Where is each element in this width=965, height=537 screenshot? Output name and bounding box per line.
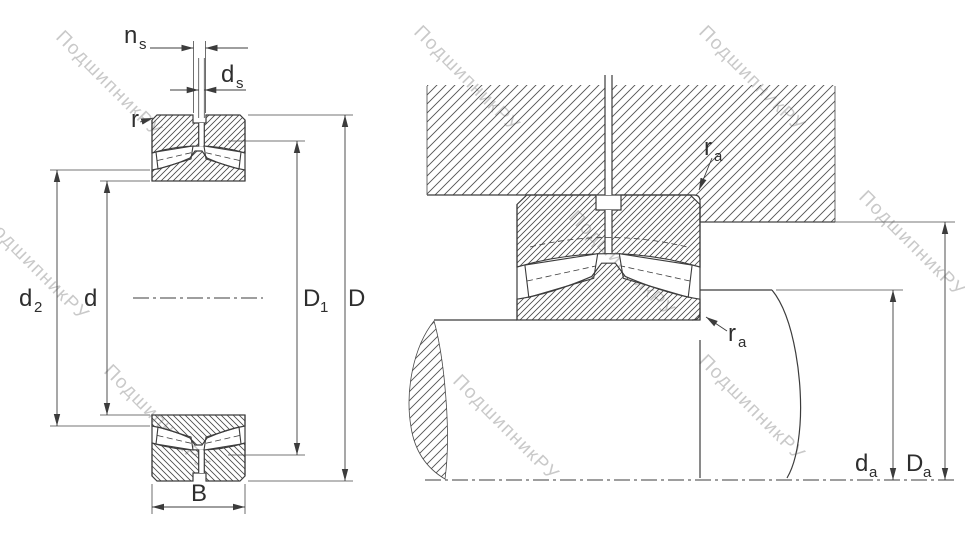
- mounted-lubrication-hole-edges: [604, 210, 613, 253]
- dim-label-Da: D: [906, 450, 923, 477]
- D1-extension-lines: [228, 140, 305, 456]
- mounted-inner-ring: [516, 262, 701, 321]
- housing-lubrication-hole: [605, 80, 612, 195]
- dim-label-ns-sub: s: [139, 36, 147, 53]
- housing-section-hatch: [427, 85, 835, 222]
- shaft-break-section-outline: [408, 320, 448, 480]
- ra-top-leader: [698, 157, 713, 191]
- dimension-D1: D 1: [228, 140, 328, 456]
- dim-label-Da-sub: a: [923, 464, 932, 481]
- d2-extension-lines: [50, 169, 150, 427]
- dimension-ra-shaft: r a: [705, 316, 747, 351]
- watermark-text: ПодшипникРУ: [694, 351, 809, 466]
- bearing-side-faces: [151, 120, 246, 181]
- housing-outer-edges: [426, 86, 836, 222]
- dim-label-d2-sub: 2: [34, 299, 42, 316]
- dimension-D: D: [248, 114, 365, 482]
- mounted-roller-left-axis: [526, 265, 596, 282]
- dim-label-ra-bottom: r: [728, 320, 736, 347]
- housing-lubrication-hole-edges: [604, 75, 613, 195]
- watermark-text: ПодшипникРУ: [854, 187, 965, 302]
- D-extension-lines: [248, 114, 353, 482]
- mounted-bearing-side-faces: [516, 204, 701, 320]
- dim-label-ra-top: r: [704, 134, 712, 161]
- dimension-ds: d s: [170, 58, 246, 118]
- dim-label-da: d: [855, 450, 868, 477]
- watermark-text: ПодшипникРУ: [448, 371, 563, 486]
- dim-label-ns: n: [124, 22, 137, 49]
- dim-label-B: B: [191, 480, 207, 507]
- dimension-B: B: [151, 480, 246, 514]
- inner-ring-section: [151, 150, 246, 182]
- watermark-text: ПодшипникРУ: [0, 211, 93, 326]
- dimension-ra-housing: r a: [698, 134, 723, 191]
- shaft-fillet: [691, 311, 701, 321]
- mounted-bearing-section: [516, 194, 701, 321]
- r-leader-line: [139, 117, 154, 125]
- roller-right-axis: [204, 152, 240, 161]
- ns-extension-lines: [193, 41, 206, 113]
- dim-label-da-sub: a: [869, 464, 878, 481]
- bearing-top-half-section: [151, 114, 246, 182]
- mounted-hidden-contour: [529, 237, 688, 248]
- dim-label-ds: d: [221, 61, 234, 88]
- shaft: [408, 289, 802, 480]
- lubrication-hole: [198, 123, 205, 147]
- dim-label-D1-sub: 1: [320, 299, 328, 316]
- dim-label-r: r: [131, 106, 139, 133]
- dim-label-ds-sub: s: [236, 75, 244, 92]
- dim-label-D: D: [348, 285, 365, 312]
- dimension-r: r: [131, 106, 154, 133]
- roller-left-axis: [157, 152, 193, 161]
- left-view-bearing-section: n s d s r d 2 d: [19, 22, 365, 514]
- dim-label-d: d: [84, 285, 97, 312]
- right-view-mounted-bearing: r a r a d a D a: [408, 75, 957, 481]
- dimension-d: d: [84, 180, 150, 416]
- dimension-d2: d 2: [19, 169, 150, 427]
- dim-label-ra-bottom-sub: a: [738, 334, 747, 351]
- shaft-end-break-curve: [771, 289, 802, 479]
- mounted-lubrication-hole: [605, 210, 612, 253]
- dimension-Da: D a: [705, 221, 955, 481]
- dim-label-d2: d: [19, 285, 32, 312]
- dimension-ns: n s: [124, 22, 248, 113]
- ra-bottom-leader: [705, 316, 728, 332]
- housing-bore-and-shoulder: [427, 194, 835, 223]
- dimension-da: d a: [776, 289, 903, 481]
- dim-label-ra-top-sub: a: [714, 148, 723, 165]
- shaft-break-section-hatch: [409, 321, 448, 479]
- ds-extension-lines: [198, 58, 205, 118]
- watermark-text: ПодшипникРУ: [51, 27, 166, 142]
- mounted-roller-right-axis: [621, 265, 691, 282]
- lubrication-hole-edges: [198, 123, 205, 147]
- dim-label-D1: D: [303, 285, 320, 312]
